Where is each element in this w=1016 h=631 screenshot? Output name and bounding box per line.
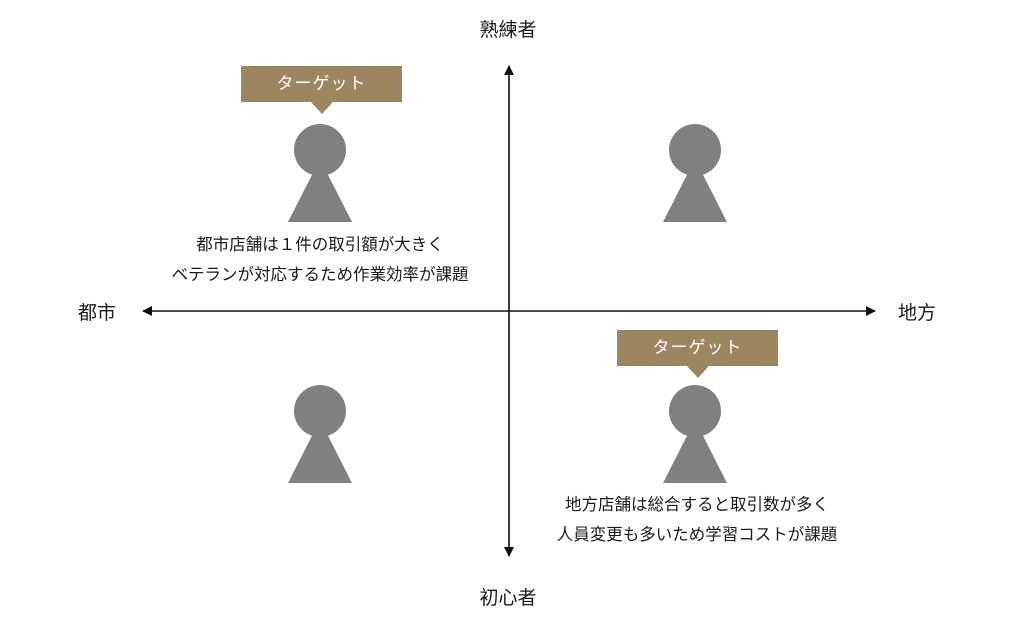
- note-top-left: 都市店舗は１件の取引額が大きく ベテランが対応するため作業効率が課題: [172, 230, 469, 290]
- target-tag-top-left: ターゲット: [241, 66, 402, 102]
- axis-label-right: 地方: [898, 302, 937, 324]
- target-tag-bottom-right: ターゲット: [617, 330, 778, 366]
- person-icon: [660, 123, 730, 223]
- note-line: 人員変更も多いため学習コストが課題: [556, 525, 838, 544]
- axis-label-bottom: 初心者: [479, 587, 537, 609]
- person-icon: [660, 384, 730, 484]
- note-bottom-right: 地方店舗は総合すると取引数が多く 人員変更も多いため学習コストが課題: [557, 490, 838, 550]
- note-line: ベテランが対応するため作業効率が課題: [171, 265, 469, 284]
- axis-label-top: 熟練者: [479, 19, 537, 41]
- note-line: 都市店舗は１件の取引額が大きく: [196, 235, 444, 254]
- axis-label-left: 都市: [78, 302, 117, 324]
- person-icon: [285, 123, 355, 223]
- note-line: 地方店舗は総合すると取引数が多く: [565, 495, 829, 514]
- person-icon: [285, 384, 355, 484]
